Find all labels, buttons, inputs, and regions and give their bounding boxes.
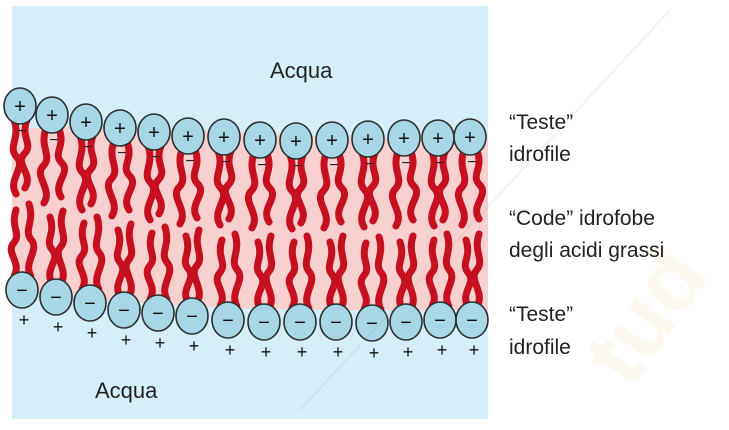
charge-under-top-head: − xyxy=(17,123,26,140)
charge-below-bottom-head: + xyxy=(437,340,448,360)
hydrophilic-head-top: + xyxy=(244,122,276,158)
charge-sign: − xyxy=(84,293,96,315)
hydrophilic-head-top: + xyxy=(280,123,312,159)
hydrophilic-head-top: + xyxy=(352,121,384,157)
charge-sign: + xyxy=(254,130,266,152)
charge-under-top-head: − xyxy=(365,156,374,173)
charge-sign: + xyxy=(398,128,410,150)
hydrophilic-head-bottom: − xyxy=(248,304,280,340)
heads-bottom-label-1: “Teste” xyxy=(509,302,573,327)
charge-below-bottom-head: + xyxy=(121,330,132,350)
charge-sign: + xyxy=(218,127,230,149)
heads-top-label-1: “Teste” xyxy=(509,110,573,135)
charge-under-top-head: − xyxy=(151,149,160,166)
hydrophilic-head-bottom: − xyxy=(284,304,316,340)
tails-label-1: “Code” idrofobe xyxy=(509,206,655,231)
hydrophilic-head-bottom: − xyxy=(142,295,174,331)
hydrophilic-head-bottom: − xyxy=(456,302,488,338)
charge-sign: + xyxy=(80,112,92,134)
hydrophilic-head-top: + xyxy=(172,118,204,154)
charge-sign: − xyxy=(186,306,198,328)
hydrophilic-head-bottom: − xyxy=(108,292,140,328)
hydrophilic-head-top: + xyxy=(422,120,454,156)
tails-label-2: degli acidi grassi xyxy=(509,238,664,263)
charge-sign: + xyxy=(432,128,444,150)
hydrophilic-head-top: + xyxy=(104,110,136,146)
charge-below-bottom-head: + xyxy=(369,343,380,363)
charge-sign: + xyxy=(114,118,126,140)
hydrophilic-head-bottom: − xyxy=(212,302,244,338)
charge-below-bottom-head: + xyxy=(469,340,480,360)
charge-below-bottom-head: + xyxy=(333,342,344,362)
charge-sign: + xyxy=(326,130,338,152)
charge-sign: + xyxy=(46,105,58,127)
charge-under-top-head: − xyxy=(435,155,444,172)
water-label-top: Acqua xyxy=(270,58,332,83)
charge-below-bottom-head: + xyxy=(403,342,414,362)
charge-below-bottom-head: + xyxy=(155,333,166,353)
charge-sign: + xyxy=(148,122,160,144)
charge-below-bottom-head: + xyxy=(297,342,308,362)
charge-under-top-head: − xyxy=(221,154,230,171)
charge-under-top-head: − xyxy=(293,158,302,175)
charge-sign: − xyxy=(118,300,130,322)
charge-sign: − xyxy=(50,287,62,309)
charge-under-top-head: − xyxy=(49,132,58,149)
hydrophilic-head-bottom: − xyxy=(40,279,72,315)
hydrophilic-head-top: + xyxy=(208,119,240,155)
hydrophilic-head-top: + xyxy=(4,88,36,124)
charge-sign: − xyxy=(222,310,234,332)
hydrophilic-head-bottom: − xyxy=(6,272,38,308)
hydrophilic-head-bottom: − xyxy=(320,304,352,340)
charge-sign: − xyxy=(258,312,270,334)
hydrophilic-head-top: + xyxy=(36,97,68,133)
charge-under-top-head: − xyxy=(185,153,194,170)
charge-below-bottom-head: + xyxy=(53,317,64,337)
charge-sign: − xyxy=(152,303,164,325)
hydrophilic-head-bottom: − xyxy=(356,305,388,341)
hydrophilic-head-top: + xyxy=(316,122,348,158)
charge-under-top-head: − xyxy=(117,145,126,162)
heads-bottom-label-2: idrofile xyxy=(509,335,571,360)
charge-sign: − xyxy=(330,312,342,334)
charge-sign: − xyxy=(294,312,306,334)
hydrophilic-head-top: + xyxy=(454,119,486,155)
charge-sign: − xyxy=(466,310,478,332)
charge-under-top-head: − xyxy=(401,155,410,172)
charge-below-bottom-head: + xyxy=(87,323,98,343)
hydrophilic-head-top: + xyxy=(70,104,102,140)
hydrophilic-head-bottom: − xyxy=(390,304,422,340)
hydrophilic-head-top: + xyxy=(138,114,170,150)
charge-under-top-head: − xyxy=(257,157,266,174)
charge-sign: + xyxy=(464,127,476,149)
heads-top-label-2: idrofile xyxy=(509,142,571,167)
charge-sign: + xyxy=(14,96,26,118)
charge-sign: − xyxy=(434,310,446,332)
charge-sign: − xyxy=(16,280,28,302)
hydrophilic-head-top: + xyxy=(388,120,420,156)
charge-sign: − xyxy=(400,312,412,334)
charge-sign: + xyxy=(182,126,194,148)
charge-sign: + xyxy=(290,131,302,153)
charge-below-bottom-head: + xyxy=(19,310,30,330)
hydrophilic-head-bottom: − xyxy=(74,285,106,321)
hydrophilic-head-bottom: − xyxy=(176,298,208,334)
charge-sign: + xyxy=(362,129,374,151)
hydrophilic-head-bottom: − xyxy=(424,302,456,338)
charge-under-top-head: − xyxy=(83,139,92,156)
water-label-bottom: Acqua xyxy=(95,378,157,403)
charge-under-top-head: − xyxy=(329,157,338,174)
charge-below-bottom-head: + xyxy=(261,342,272,362)
charge-under-top-head: − xyxy=(467,154,476,171)
charge-below-bottom-head: + xyxy=(189,336,200,356)
charge-below-bottom-head: + xyxy=(225,340,236,360)
